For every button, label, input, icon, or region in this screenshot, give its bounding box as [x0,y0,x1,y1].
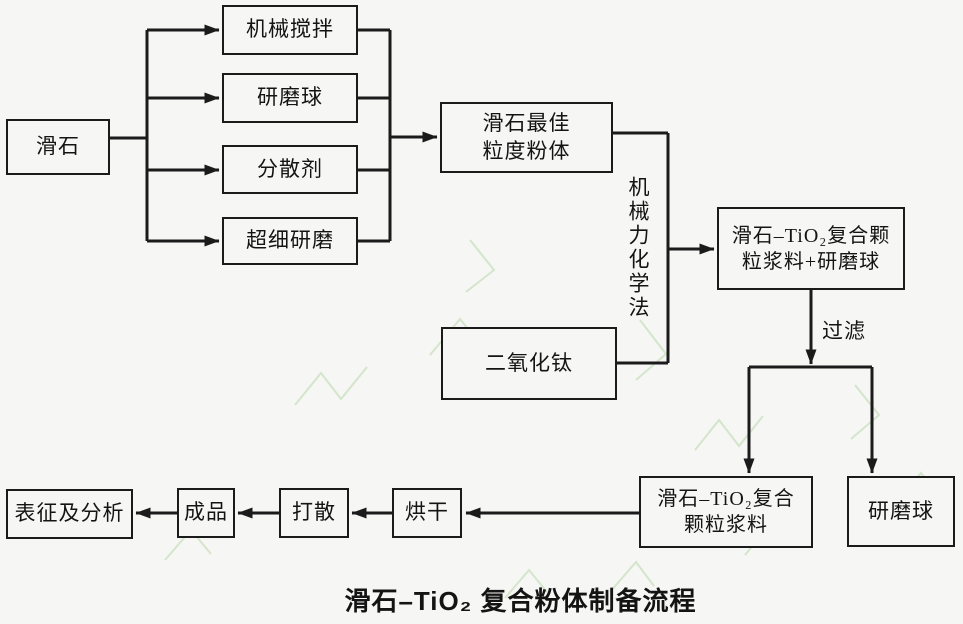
filter-text: 过滤 [822,319,866,343]
node-titanium-dioxide: 二氧化钛 [441,327,617,400]
connector-lines [108,28,872,369]
node-talc-label: 滑石 [36,134,80,159]
node-break-up: 打散 [279,488,349,538]
node-composite-slurry: 滑石–TiO₂复合 颗粒浆料 [639,476,813,548]
node-mechanical-stirring-label: 机械搅拌 [246,17,334,42]
node-mechanical-stirring: 机械搅拌 [222,5,358,55]
node-optimal-powder: 滑石最佳 粒度粉体 [440,102,613,173]
filter-label: 过滤 [822,315,866,345]
caption: 滑石–TiO₂ 复合粉体制备流程 [0,581,963,618]
node-grinding-balls-bottom: 研磨球 [847,476,955,547]
node-characterization: 表征及分析 [6,489,133,539]
node-break-up-label: 打散 [292,500,336,525]
connector-arrows [135,24,878,519]
node-grinding-balls-top-label: 研磨球 [257,85,323,110]
node-optimal-powder-label: 滑石最佳 粒度粉体 [482,111,571,163]
watermark-squiggles [164,239,942,599]
node-titanium-dioxide-label: 二氧化钛 [485,350,573,375]
node-ultrafine-grinding-label: 超细研磨 [246,228,334,253]
node-grinding-balls-bottom-label: 研磨球 [868,498,934,523]
node-talc: 滑石 [6,119,110,175]
node-finished-product-label: 成品 [184,500,228,525]
mechanochemical-method-label: 机械力化学法 [623,176,653,326]
node-finished-product: 成品 [177,488,235,538]
node-grinding-balls-top: 研磨球 [222,73,358,123]
node-drying: 烘干 [392,488,462,538]
node-composite-slurry-label: 滑石–TiO₂复合 颗粒浆料 [657,488,795,536]
node-characterization-label: 表征及分析 [14,501,125,526]
node-dispersant: 分散剂 [222,145,358,194]
node-composite-slurry-balls: 滑石–TiO₂复合颗 粒浆料+研磨球 [717,207,905,290]
edge-right-stubs [358,28,390,243]
node-dispersant-label: 分散剂 [257,156,323,181]
node-drying-label: 烘干 [405,500,449,525]
mechanochemical-method-text: 机械力化学法 [626,176,650,320]
node-composite-slurry-balls-label: 滑石–TiO₂复合颗 粒浆料+研磨球 [731,224,891,273]
caption-text: 滑石–TiO₂ 复合粉体制备流程 [344,586,697,616]
node-ultrafine-grinding: 超细研磨 [222,217,358,265]
